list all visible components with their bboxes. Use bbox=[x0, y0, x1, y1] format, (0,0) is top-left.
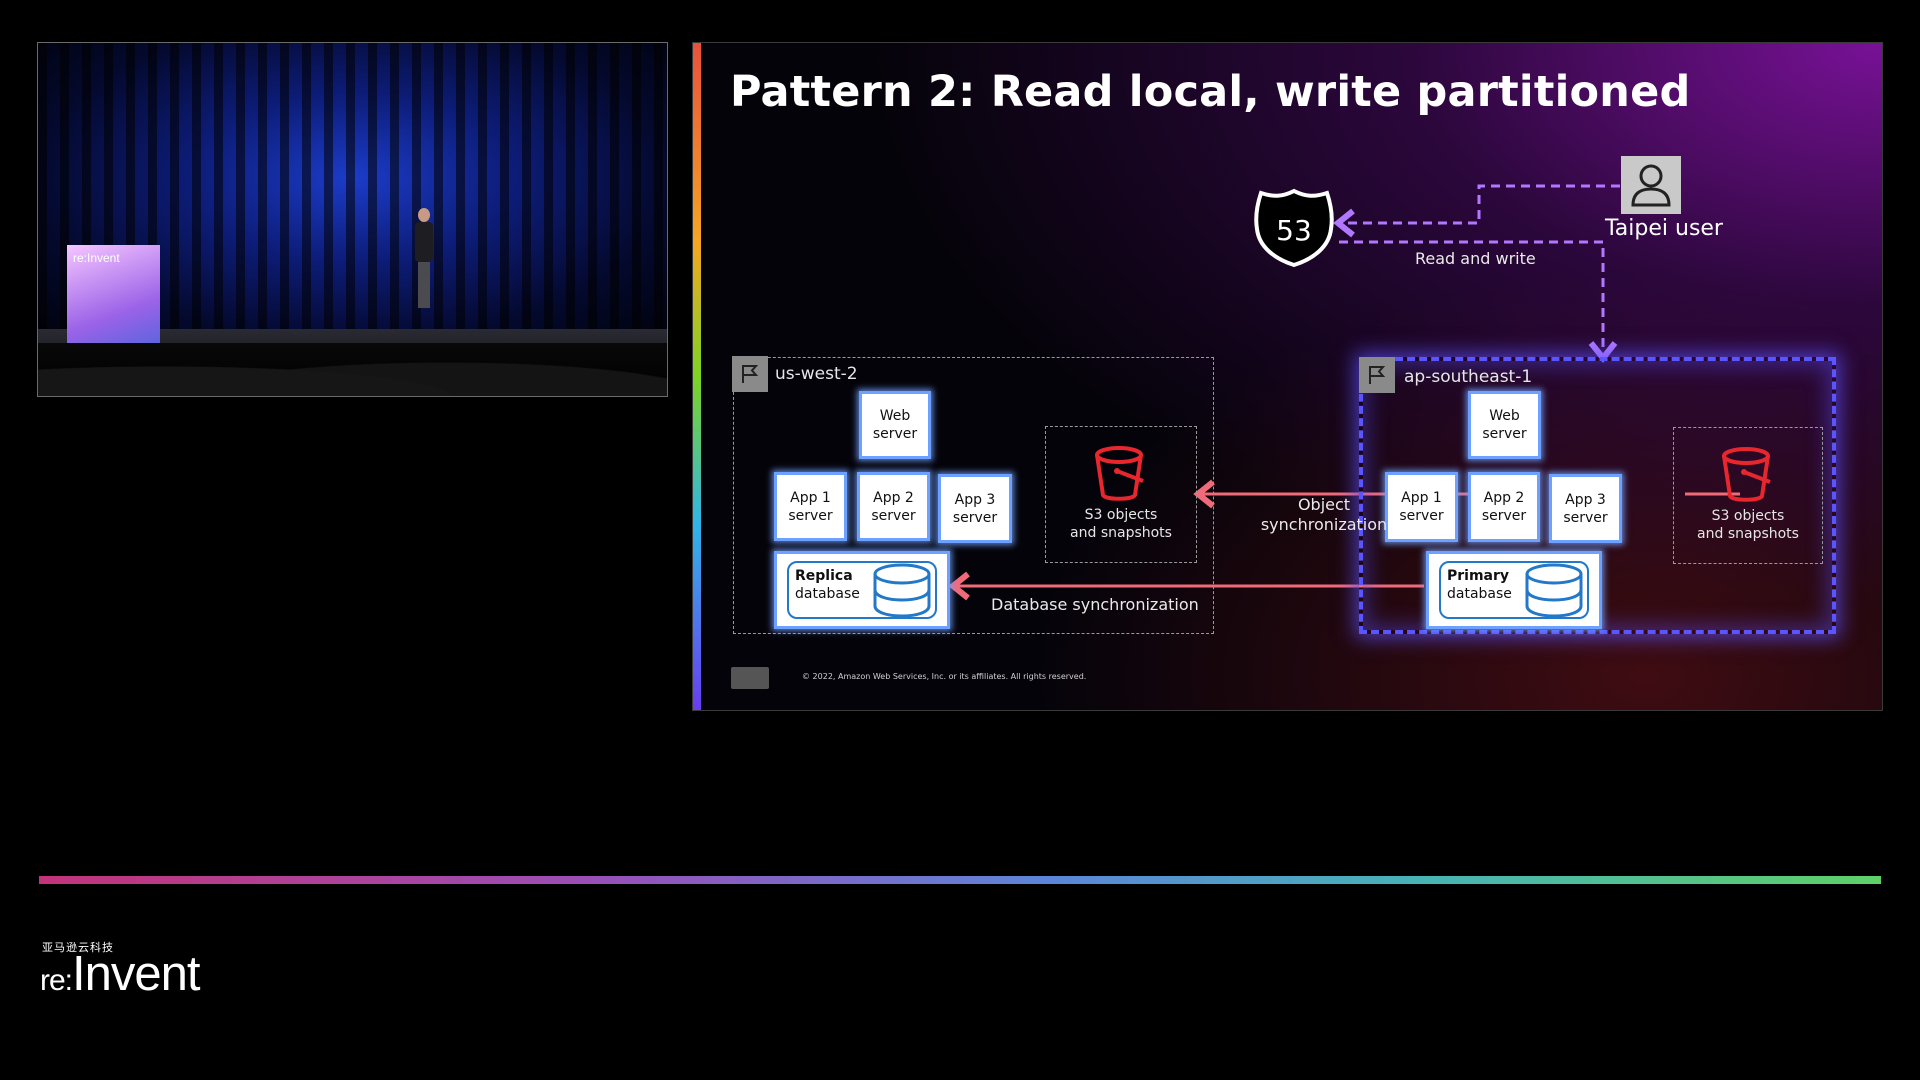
object-sync-label: Object synchronization bbox=[1260, 495, 1388, 534]
slide-title: Pattern 2: Read local, write partitioned bbox=[730, 67, 1691, 117]
replica-database-node: Replica database bbox=[774, 551, 950, 629]
s3-bucket-icon bbox=[1095, 446, 1144, 501]
branding-gradient-strip bbox=[39, 876, 1881, 884]
route53-to-region-path bbox=[1339, 240, 1618, 363]
read-write-label: Read and write bbox=[1415, 249, 1536, 268]
region-flag-icon bbox=[732, 356, 768, 392]
database-cylinder-icon bbox=[873, 563, 931, 618]
reinvent-logo: re:Invent bbox=[40, 947, 201, 1001]
region-us-west-2: us-west-2 bbox=[732, 356, 1214, 634]
db-sync-label: Database synchronization bbox=[991, 595, 1199, 614]
aws-logo-badge bbox=[731, 667, 769, 689]
region-flag-icon bbox=[1359, 357, 1395, 393]
route53-icon: 53 bbox=[1251, 185, 1337, 273]
region-name-label: ap-southeast-1 bbox=[1404, 367, 1533, 387]
copyright-notice: © 2022, Amazon Web Services, Inc. or its… bbox=[802, 672, 1087, 681]
audience-silhouettes bbox=[38, 343, 667, 396]
s3-bucket-icon bbox=[1722, 447, 1771, 502]
banner-text: re:Invent bbox=[73, 251, 120, 265]
brand-chinese-label: 亚马逊云科技 bbox=[42, 941, 114, 954]
slide-accent-bar bbox=[693, 43, 701, 710]
route53-number: 53 bbox=[1276, 214, 1312, 247]
user-icon bbox=[1621, 156, 1681, 214]
user-to-route53-path bbox=[1333, 184, 1620, 238]
presentation-slide: Pattern 2: Read local, write partitioned… bbox=[692, 42, 1883, 711]
region-ap-southeast-1: ap-southeast-1 bbox=[1359, 357, 1836, 634]
database-cylinder-icon bbox=[1525, 563, 1583, 618]
primary-database-node: Primary database bbox=[1426, 551, 1602, 629]
speaker-figure bbox=[413, 208, 435, 308]
user-label: Taipei user bbox=[1605, 216, 1723, 241]
speaker-camera-feed: re:Invent bbox=[37, 42, 668, 397]
region-name-label: us-west-2 bbox=[775, 364, 858, 384]
